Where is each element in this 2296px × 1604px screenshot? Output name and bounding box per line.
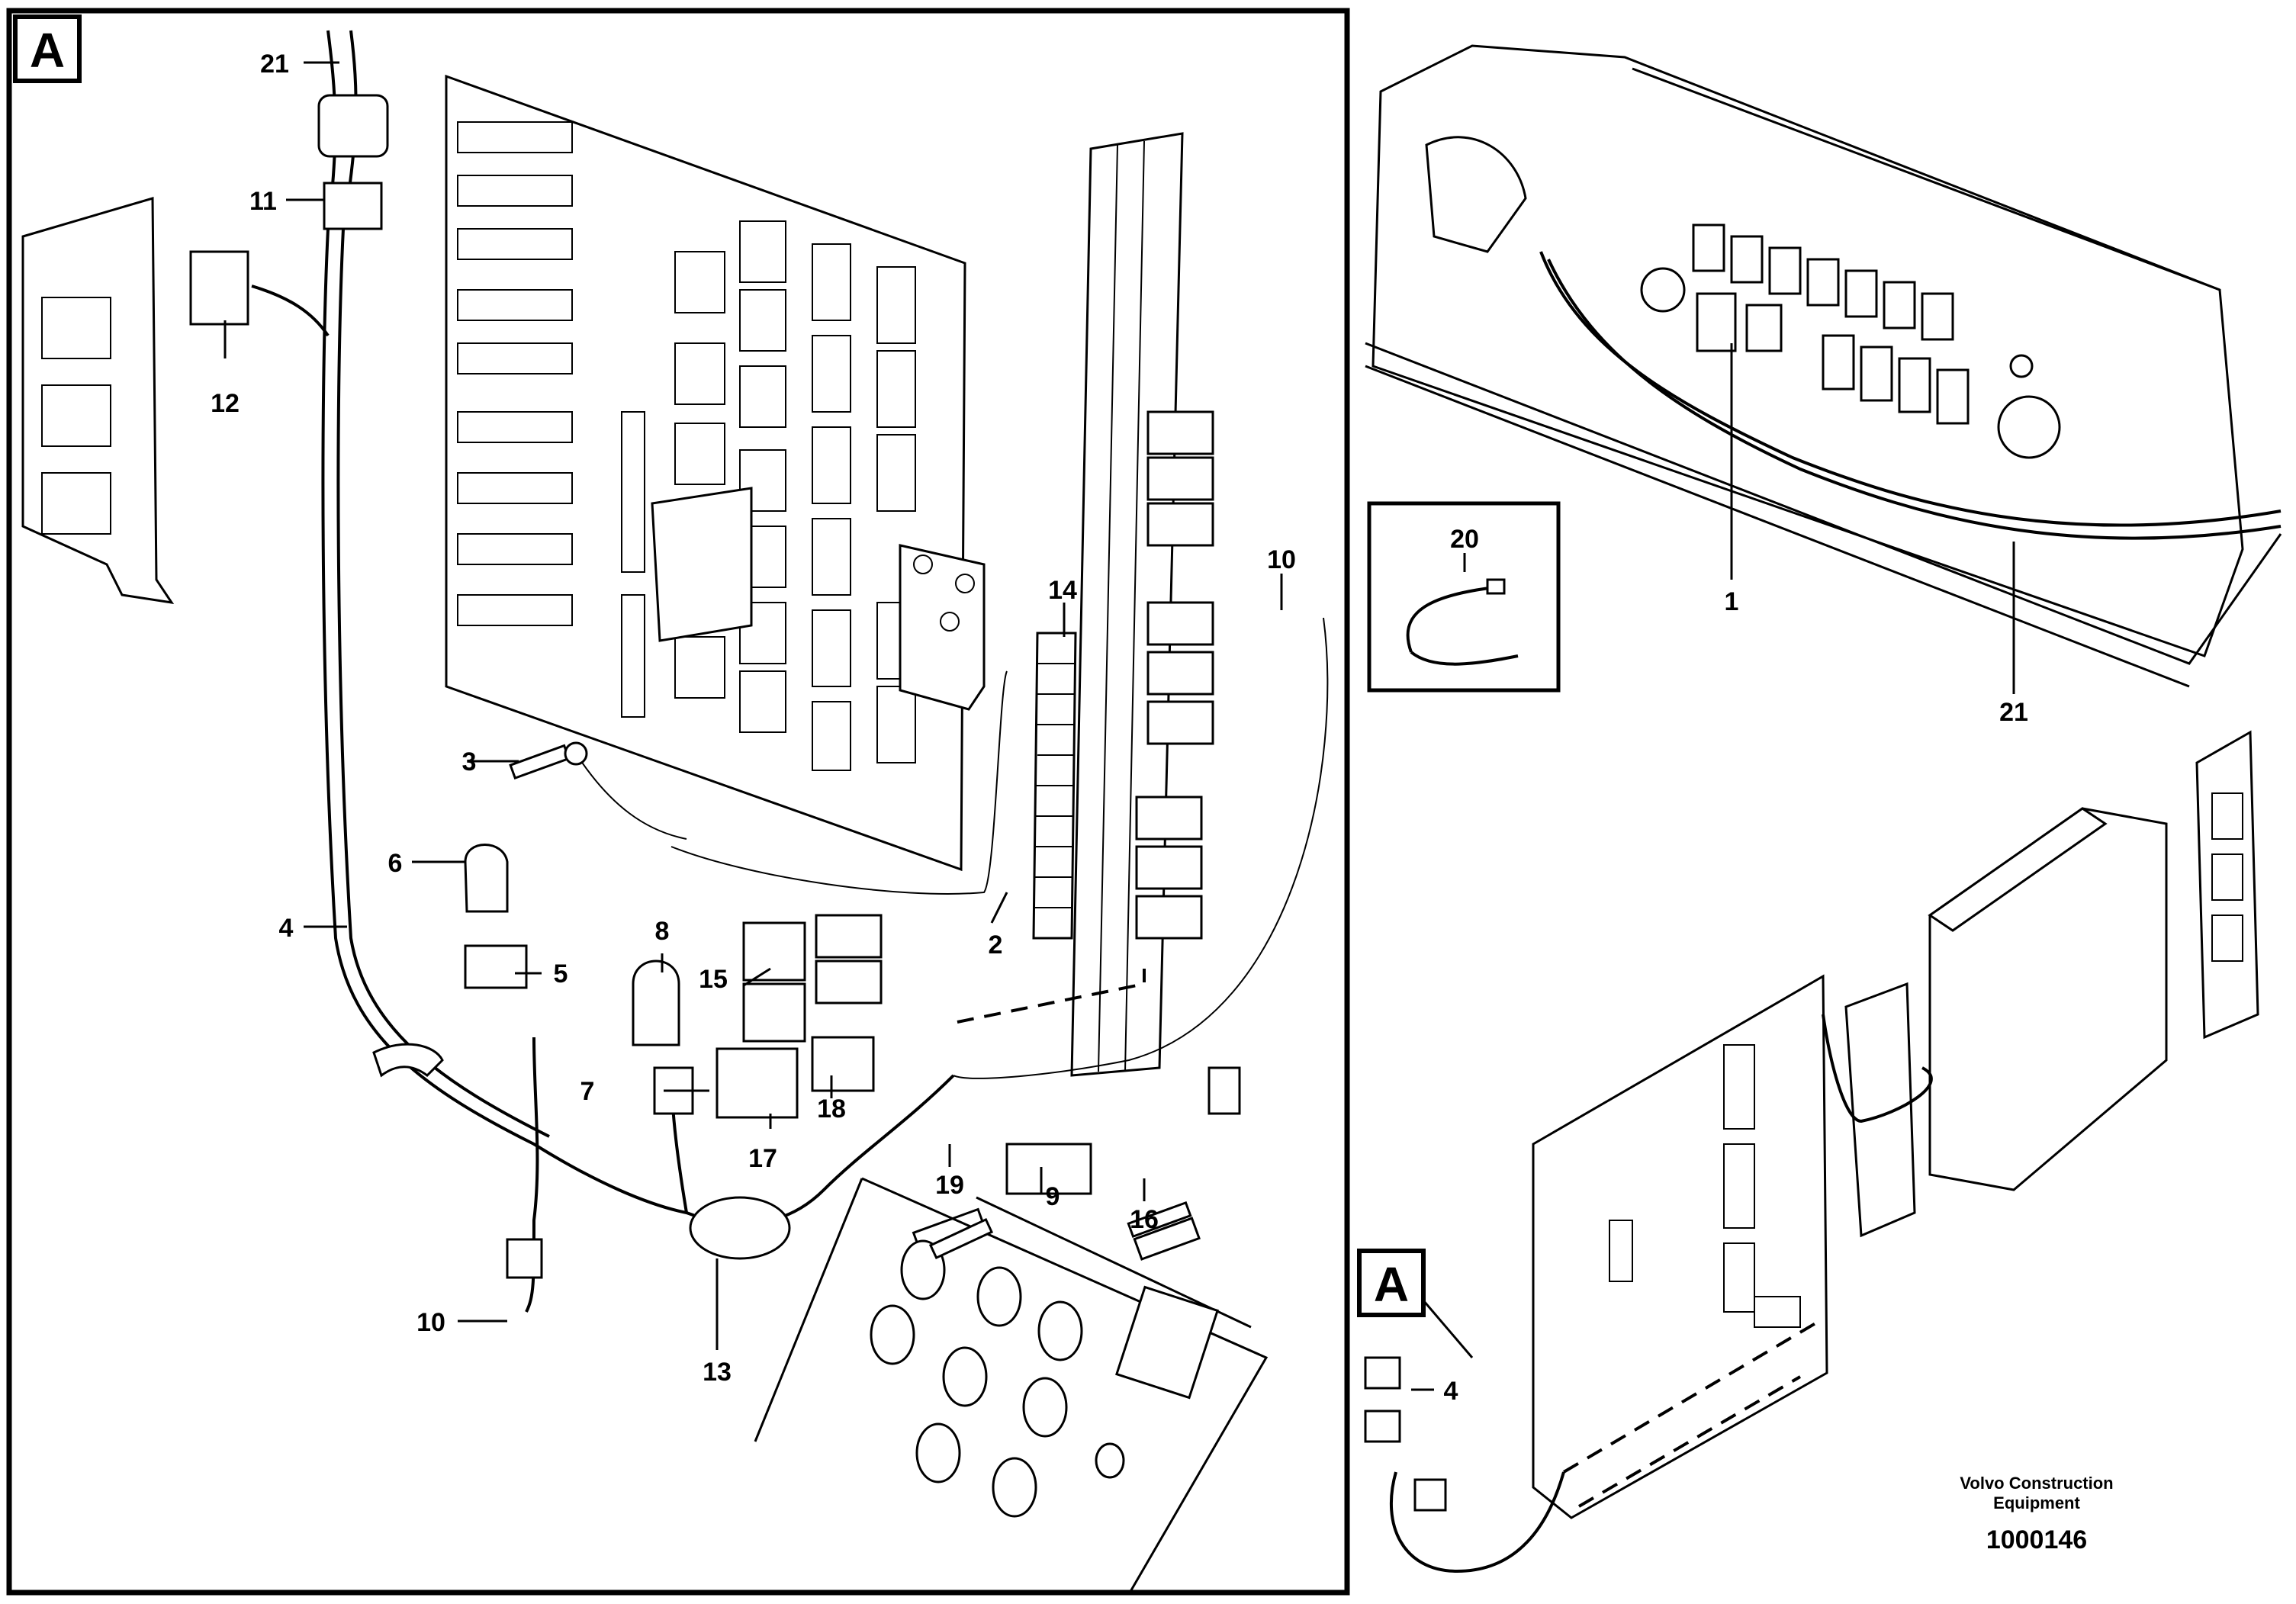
callout-4b: 4	[1444, 1377, 1458, 1406]
lower-panel	[754, 1177, 1269, 1595]
cable-tie-inset: 20	[1367, 501, 1561, 693]
bolts	[509, 741, 1192, 1260]
callout-11: 11	[249, 187, 277, 216]
wiring-harness	[251, 30, 1329, 1313]
inset-view-a-letter: A	[1374, 1257, 1409, 1312]
callout-10: 10	[1267, 545, 1296, 574]
dashboard-overview	[1365, 44, 2282, 694]
callout-13: 13	[703, 1358, 732, 1387]
callout-19: 19	[935, 1171, 964, 1200]
mounting-bracket	[21, 197, 175, 605]
control-unit-overview	[1364, 730, 2259, 1573]
callout-labels: 21 11 12 3 2 14 10 6 4 5 8 15 7 17 18 19…	[211, 50, 1296, 1387]
callout-15: 15	[699, 965, 728, 994]
callout-20: 20	[1450, 525, 1479, 554]
callout-21b: 21	[1999, 698, 2028, 727]
callout-8: 8	[655, 917, 670, 946]
callout-16: 16	[1130, 1205, 1159, 1234]
callout-9: 9	[1046, 1182, 1060, 1211]
drawing-number: 1000146	[1986, 1525, 2087, 1554]
callout-14: 14	[1048, 576, 1077, 605]
credit-line-1: Volvo Construction	[1960, 1474, 2113, 1493]
callout-10b: 10	[416, 1308, 445, 1337]
callout-21: 21	[260, 50, 289, 79]
callout-5: 5	[554, 960, 568, 988]
callout-1: 1	[1725, 587, 1739, 616]
view-a-tag: A	[13, 14, 82, 83]
connector-strip	[1032, 632, 1077, 940]
callout-7: 7	[580, 1077, 595, 1106]
callout-4: 4	[279, 914, 294, 943]
leader-lines	[223, 61, 1283, 1350]
view-a-letter: A	[30, 23, 65, 78]
callout-6: 6	[388, 849, 403, 878]
credit-line-2: Equipment	[1993, 1493, 2080, 1512]
mounting-rail	[1070, 132, 1214, 1077]
callout-12: 12	[211, 389, 240, 418]
callout-18: 18	[817, 1095, 846, 1123]
callout-17: 17	[748, 1144, 777, 1173]
callout-3: 3	[462, 747, 477, 776]
inset-view-a-tag: A	[1357, 1249, 1474, 1358]
detail-frame	[6, 8, 1350, 1596]
circuit-board	[445, 74, 986, 872]
callout-2: 2	[989, 931, 1003, 960]
